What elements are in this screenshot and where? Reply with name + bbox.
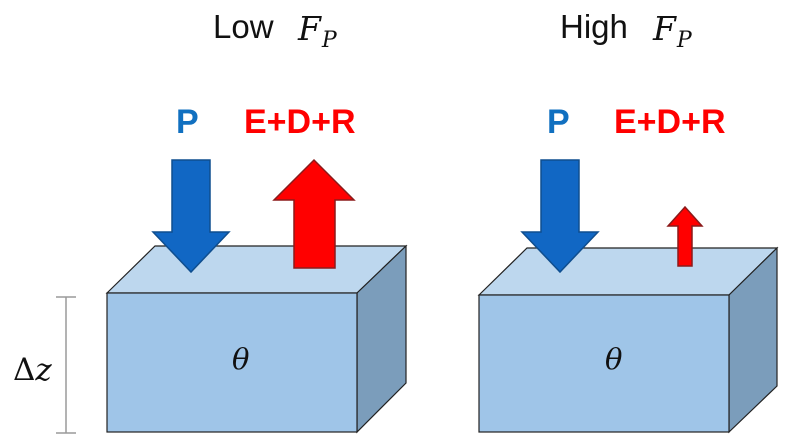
panel-high-title-var: FP: [652, 9, 693, 53]
panel-high-box-top: [477, 247, 779, 296]
panel-low-input-arrow-down: [151, 159, 231, 274]
panel-low-output-label: E+D+R: [244, 103, 356, 141]
panel-high-input-label: P: [547, 103, 570, 141]
panel-high-output-label: E+D+R: [614, 103, 726, 141]
panel-high-output-arrow-up: [666, 205, 704, 267]
panel-high-state-var: θ: [605, 342, 622, 376]
depth-marker: Δz: [10, 296, 76, 434]
depth-label: Δz: [13, 352, 52, 388]
panel-high: High FP P E+D+R θ: [477, 8, 779, 434]
panel-low-soil-box: [105, 244, 408, 434]
panel-low-box-front: [106, 292, 358, 433]
panel-high-title-word: High: [560, 8, 628, 45]
panel-high-title: High: [560, 8, 628, 45]
panel-low: Low FP P E+D+R θ: [105, 8, 408, 434]
panel-low-title-var: FP: [297, 9, 338, 53]
panel-low-output-arrow-up: [272, 158, 356, 269]
panel-low-box-top: [105, 245, 408, 294]
panel-high-title-sub: P: [676, 28, 693, 53]
panel-low-state-var: θ: [232, 342, 249, 376]
panel-high-box-front: [478, 294, 730, 433]
depth-label-bg: [10, 348, 62, 388]
panel-low-title-word: Low: [213, 8, 274, 45]
panel-high-input-arrow-down: [520, 159, 600, 274]
panel-low-input-label: P: [176, 103, 199, 141]
panel-low-title-sub: P: [321, 28, 338, 53]
panel-low-title: Low: [213, 8, 274, 45]
panel-high-soil-box: [477, 246, 779, 434]
